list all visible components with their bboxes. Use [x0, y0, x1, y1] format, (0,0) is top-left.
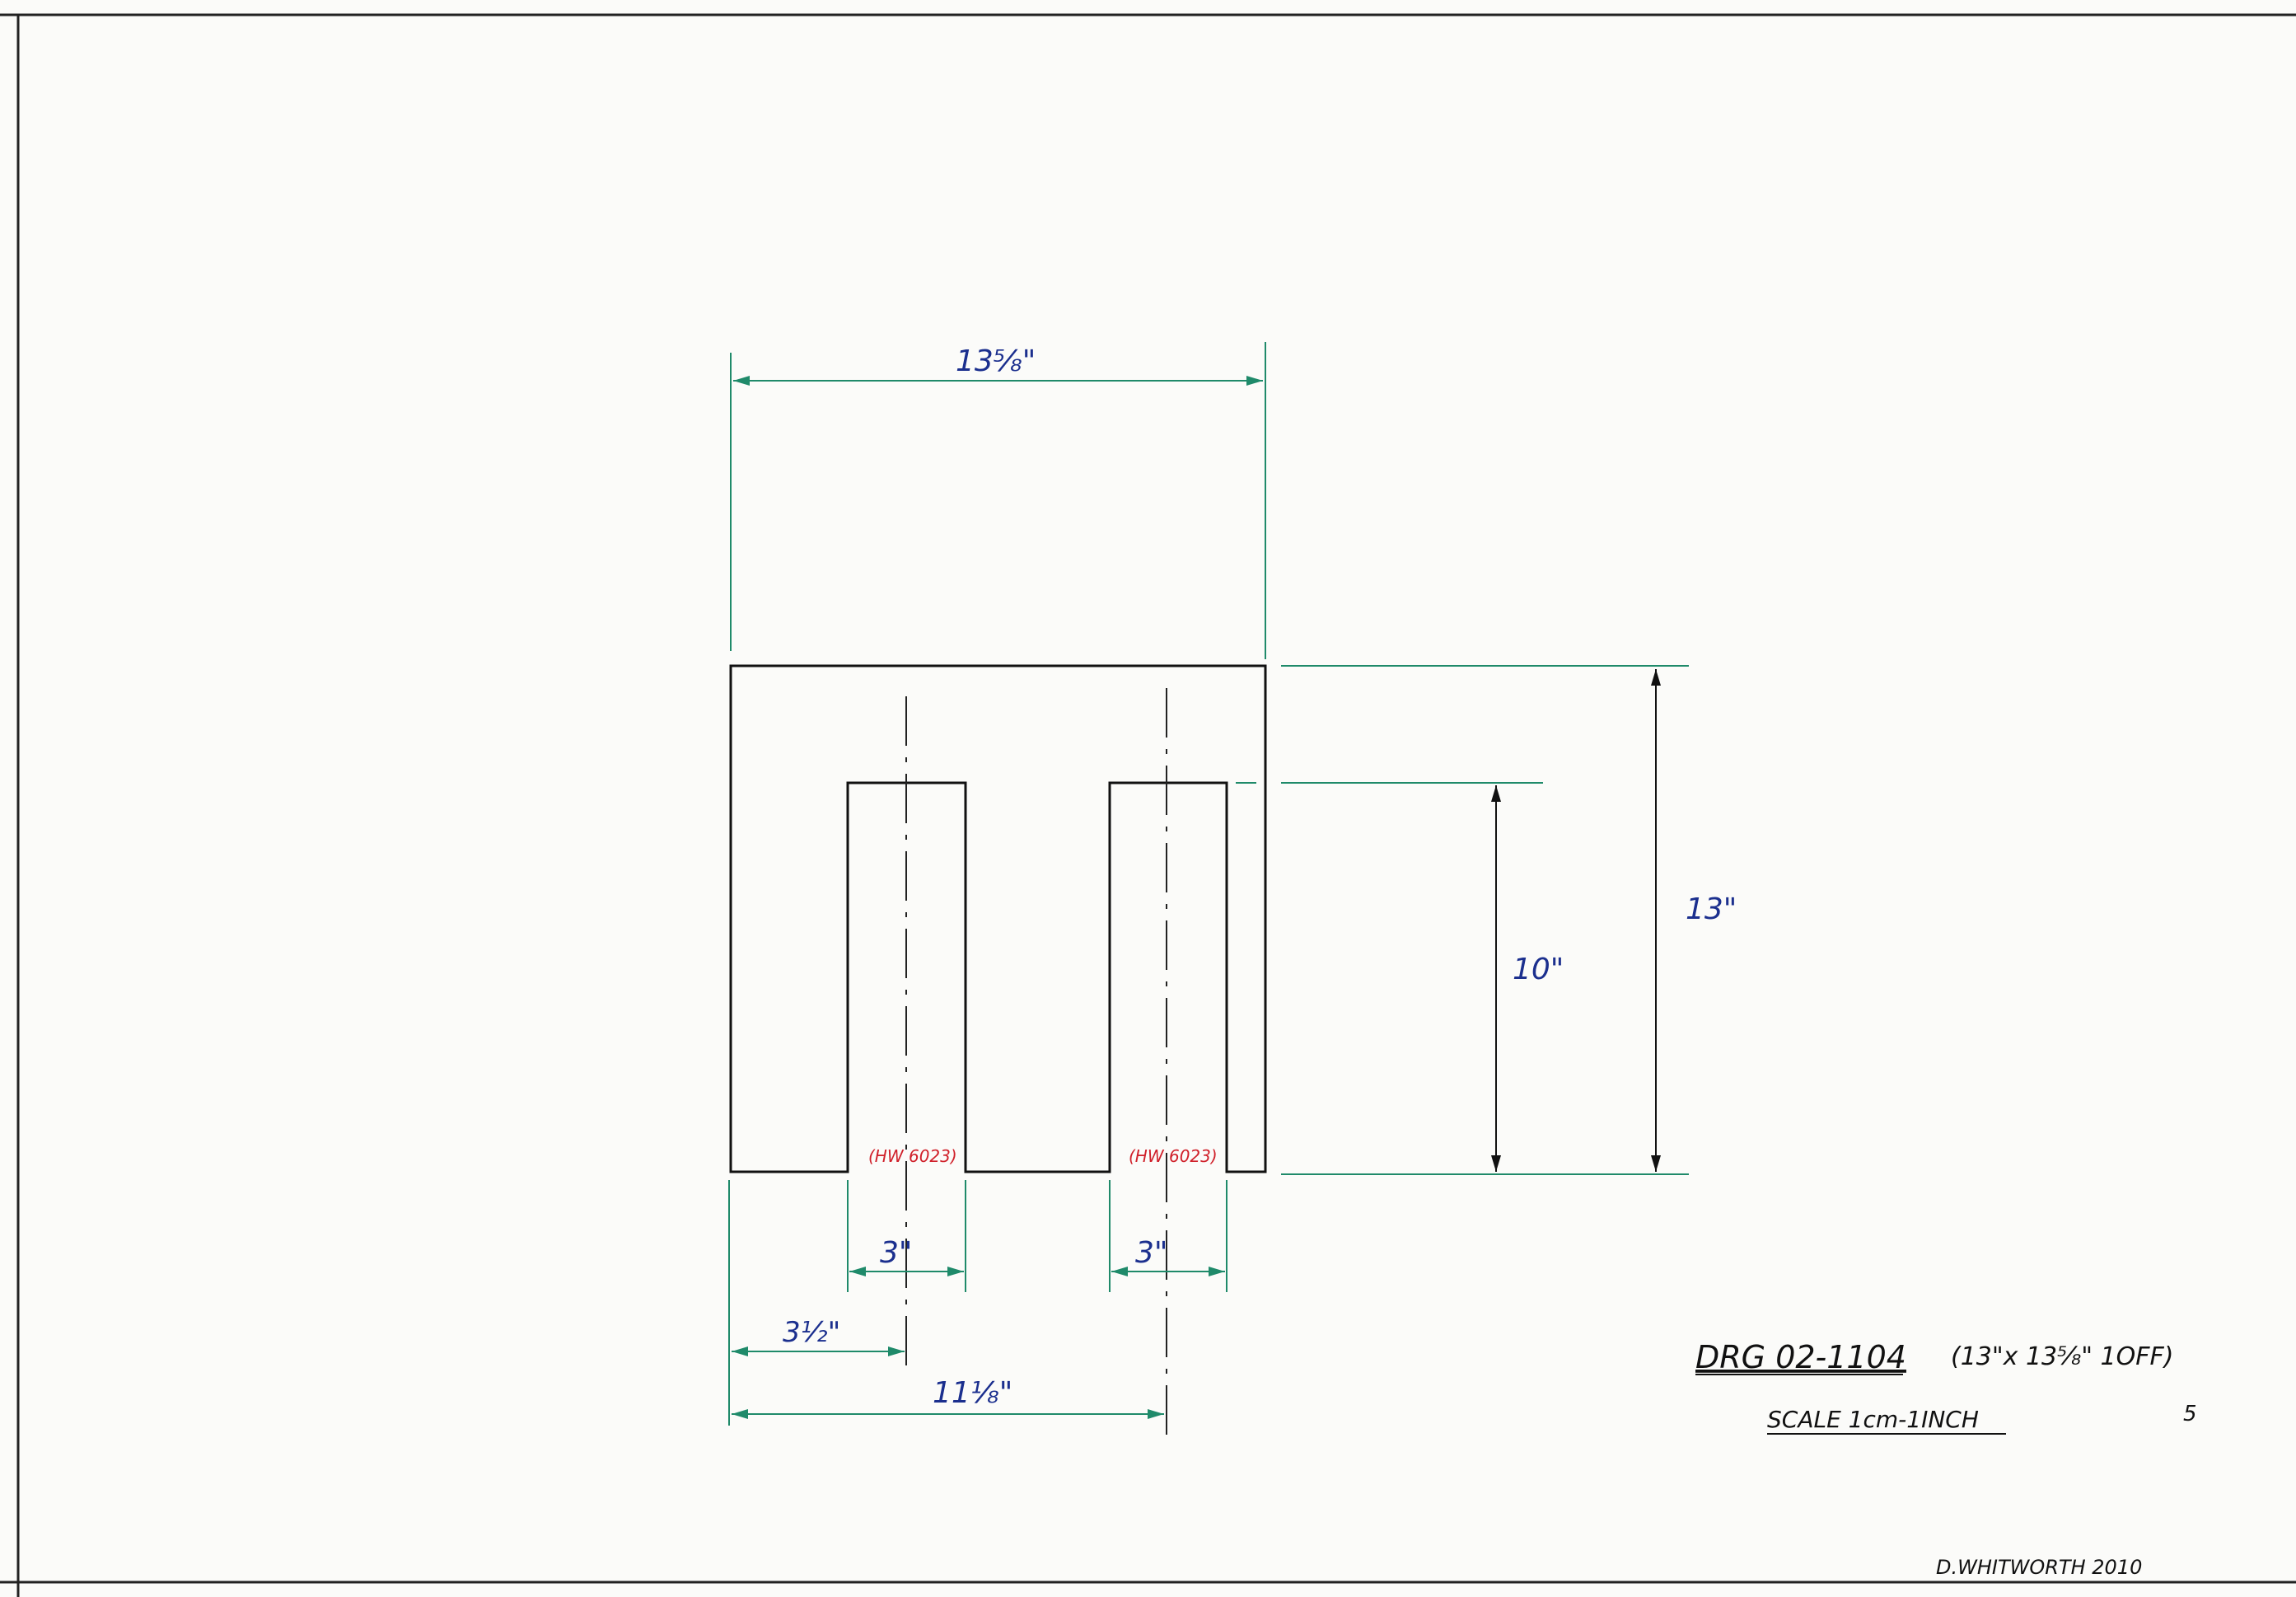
label-slot-depth: 10": [1513, 953, 1564, 986]
label-overall-width: 13⅝": [956, 344, 1036, 378]
label-slot1-width: 3": [880, 1236, 912, 1270]
slot1-part-ref: (HW 6023): [868, 1146, 957, 1166]
extension-lines: [728, 342, 1689, 1426]
dimension-lines: [732, 376, 1661, 1419]
sheet-border: [0, 13, 2296, 1597]
label-slot2-width: 3": [1135, 1236, 1167, 1270]
slot2-part-ref: (HW 6023): [1129, 1146, 1218, 1166]
drawing-spec: (13"x 13⅝" 1OFF): [1951, 1342, 2173, 1371]
label-slot2-offset: 11⅛": [933, 1376, 1012, 1410]
slot-centre-lines: [905, 688, 1167, 1442]
revision-mark: 5: [2183, 1402, 2197, 1426]
drawing-scale: SCALE 1cm-1INCH: [1767, 1406, 1979, 1433]
part-outline: [729, 664, 1267, 1173]
label-slot1-offset: 3½": [783, 1316, 840, 1349]
drawing-number: DRG 02-1104: [1695, 1339, 1906, 1375]
label-overall-height: 13": [1686, 892, 1737, 926]
author-signature: D.WHITWORTH 2010: [1936, 1556, 2142, 1579]
